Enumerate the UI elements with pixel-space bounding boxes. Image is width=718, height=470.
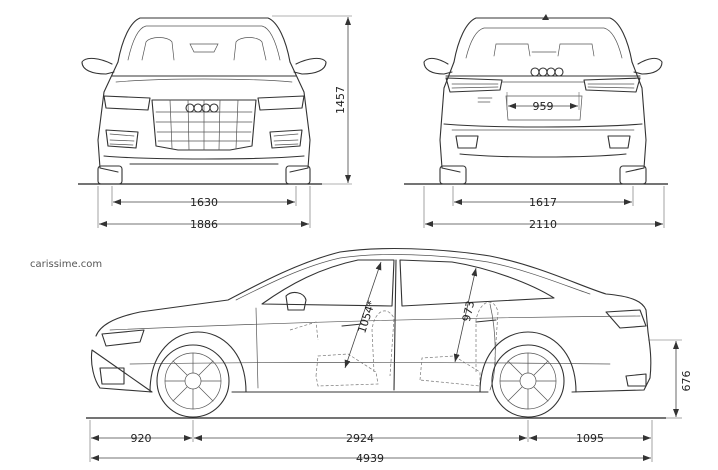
side-front-window	[261, 259, 395, 307]
front-dimensions: 1457 1630 1886	[97, 15, 352, 231]
front-width-label: 1886	[190, 218, 218, 231]
side-view	[86, 247, 666, 419]
rear-right-taillight	[583, 77, 641, 93]
side-rear-window	[399, 259, 555, 307]
rear-view	[404, 14, 668, 185]
side-headlight	[101, 329, 145, 347]
rear-roof-outline	[453, 17, 633, 63]
rear-dimensions: 959 1617 2110	[423, 92, 665, 231]
side-mirror	[285, 291, 307, 311]
rear-rings-logo	[530, 67, 564, 77]
rear-left-mirror	[423, 57, 453, 75]
front-track-label: 1630	[190, 196, 218, 209]
side-taillight	[605, 309, 647, 329]
rear-overhang-label: 1095	[576, 432, 604, 445]
front-left-mirror	[81, 57, 115, 75]
ground-height-label: 676	[680, 371, 693, 392]
side-dimensions: 1054* 973 676 920 2924 1095 4939	[89, 261, 693, 465]
front-roof-outline	[117, 17, 291, 63]
front-right-mirror	[293, 57, 327, 75]
watermark-text: carissime.com	[30, 259, 103, 270]
front-grille	[151, 99, 257, 151]
side-body-outline	[90, 247, 652, 393]
rear-width-label: 2110	[529, 218, 557, 231]
front-height-label: 1457	[334, 86, 347, 114]
front-rings-logo	[185, 103, 219, 113]
front-headroom-label: 1054*	[355, 299, 378, 335]
front-view	[78, 17, 327, 185]
total-length-label: 4939	[356, 452, 384, 465]
rear-left-taillight	[445, 77, 503, 93]
rear-right-mirror	[633, 57, 663, 75]
rear-track-label: 1617	[529, 196, 557, 209]
front-right-headlight	[257, 95, 305, 111]
side-front-wheel	[149, 331, 247, 418]
front-left-headlight	[103, 95, 151, 111]
side-rear-wheel	[479, 331, 577, 418]
front-overhang-label: 920	[131, 432, 152, 445]
wheelbase-label: 2924	[346, 432, 374, 445]
rear-headroom-label: 973	[460, 300, 477, 323]
rear-trunk-label: 959	[533, 100, 554, 113]
